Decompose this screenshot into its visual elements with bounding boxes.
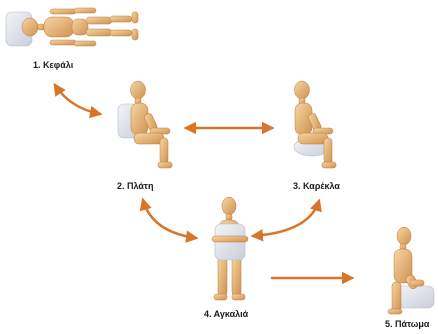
pillow-icon <box>396 286 434 308</box>
figure-hug-pose <box>212 197 248 300</box>
figure-floor-pose <box>388 227 434 314</box>
arrow-chair-hug <box>253 201 319 236</box>
label-hug: 4. Αγκαλιά <box>204 310 248 319</box>
mannequin-lying-icon <box>22 8 138 46</box>
figure-back-pose <box>118 81 172 168</box>
arrow-head-back <box>55 85 100 114</box>
figure-head-pose <box>6 8 138 46</box>
mannequin-sitting-icon <box>131 81 173 168</box>
label-chair: 3. Καρέκλα <box>293 182 340 191</box>
label-floor: 5. Πάτωμα <box>385 320 429 329</box>
label-head: 1. Κεφάλι <box>33 61 73 70</box>
label-back: 2. Πλάτη <box>117 182 153 191</box>
figure-chair-pose <box>294 81 336 168</box>
arrow-back-hug <box>143 200 196 238</box>
